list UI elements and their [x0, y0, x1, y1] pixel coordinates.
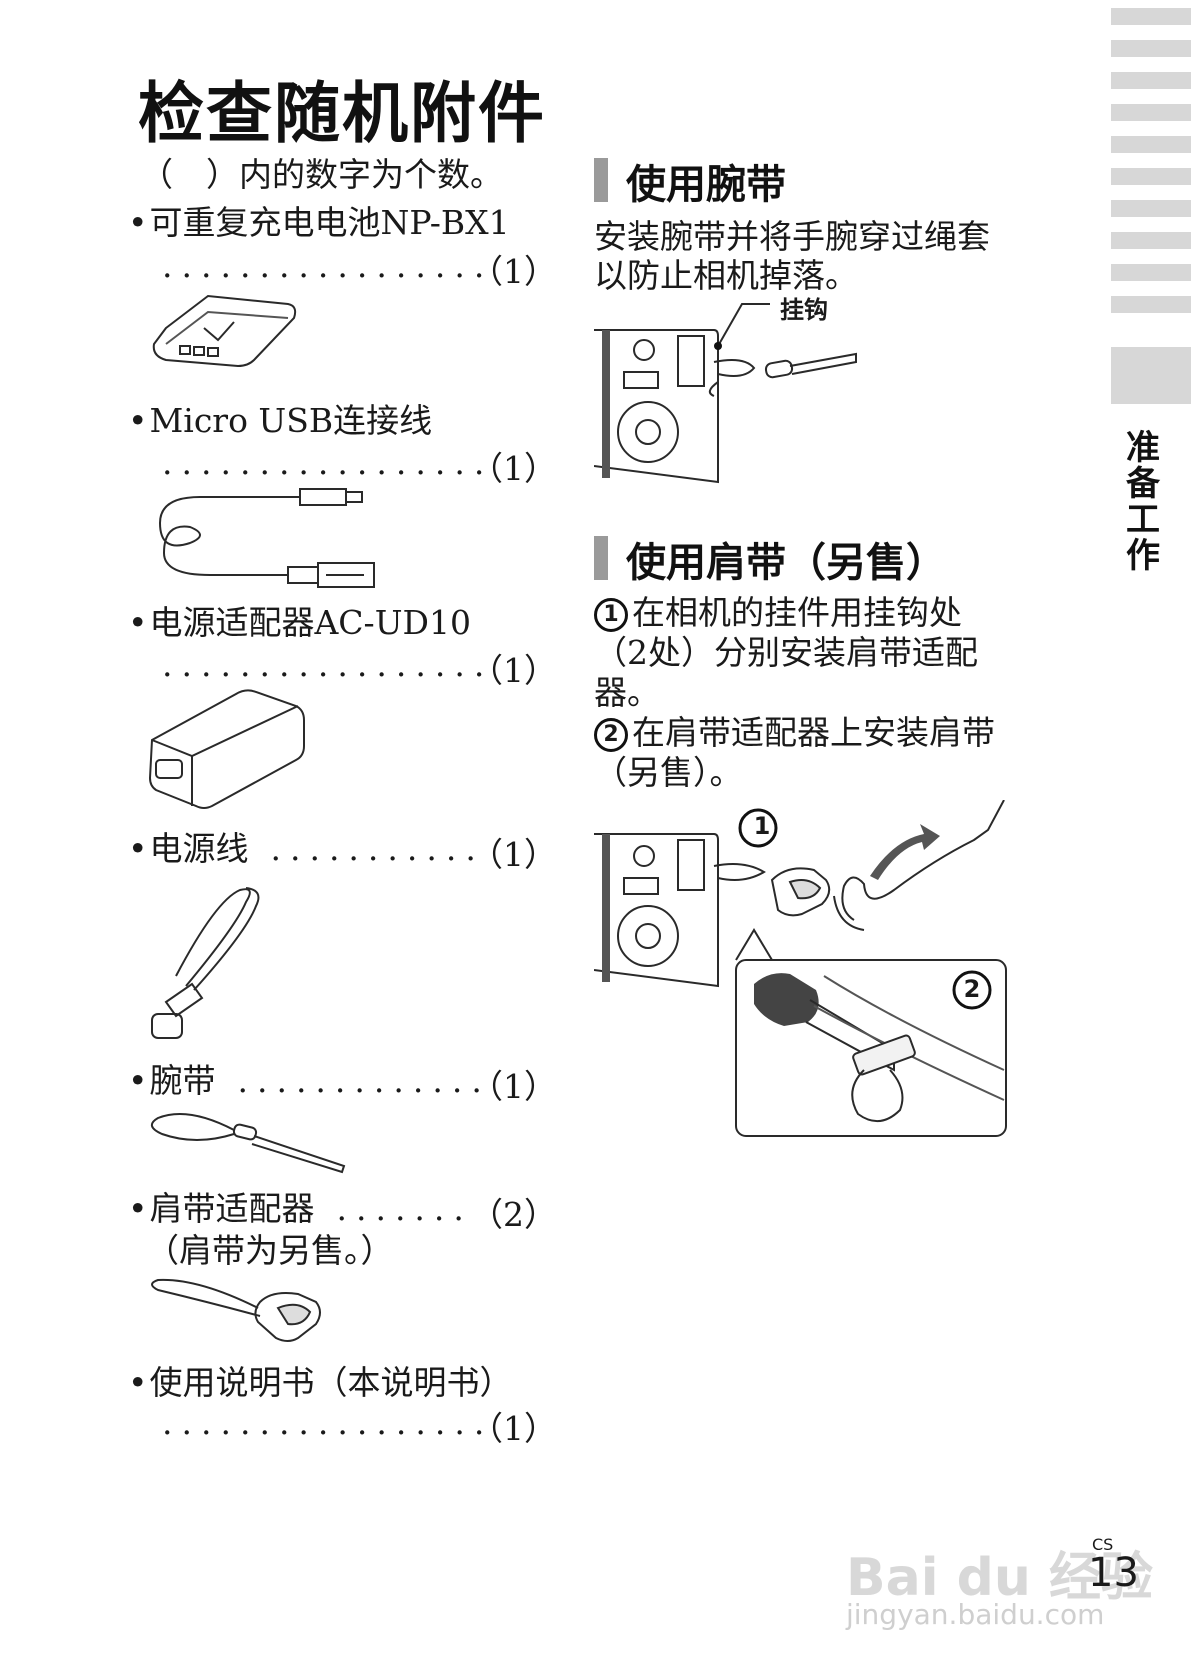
- adaptor-illustration: [148, 689, 305, 809]
- item-cord-leader: ...........: [270, 829, 485, 868]
- tab-stripe: [1111, 264, 1191, 281]
- item-manual-leader: .................: [162, 1403, 494, 1442]
- item-wrist-name: 腕带: [149, 1061, 216, 1100]
- tab-stripe: [1111, 296, 1191, 313]
- figure-label-2: 2: [963, 975, 981, 1003]
- item-manual-qty: （1）: [470, 1409, 557, 1448]
- step2-text-line2: （另售）。: [594, 753, 743, 792]
- item-manual-name: 使用说明书（本说明书）: [149, 1363, 513, 1402]
- tab-stripe: [1111, 72, 1191, 89]
- item-battery-name: 可重复充电电池NP-BX1: [149, 203, 510, 242]
- step1-text-line1: 在相机的挂件用挂钩处: [632, 593, 962, 632]
- item-adaptor: 电源适配器AC-UD10: [128, 602, 471, 644]
- tab-stripe: [1111, 200, 1191, 217]
- item-usb: Micro USB连接线: [128, 400, 432, 442]
- wrist-text-line2: 以防止相机掉落。: [594, 256, 858, 295]
- wrist-section-title: 使用腕带: [626, 162, 786, 208]
- item-cord-qty: （1）: [470, 835, 557, 874]
- item-cord: 电源线...........: [128, 828, 485, 870]
- tab-stripe: [1111, 136, 1191, 153]
- tab-stripe: [1111, 8, 1191, 25]
- page-prefix: CS: [1092, 1535, 1114, 1554]
- wrist-text-line1: 安装腕带并将手腕穿过绳套: [594, 217, 990, 256]
- hook-callout: 挂钩: [780, 296, 828, 324]
- watermark-brand: Bai du 经验: [846, 1548, 1153, 1608]
- side-tab-char-2: 备: [1126, 464, 1160, 504]
- item-wrist: 腕带.............: [128, 1060, 491, 1102]
- item-strap-adaptor-leader: .......: [336, 1189, 473, 1228]
- tab-stripe: [1111, 40, 1191, 57]
- item-adaptor-qty: （1）: [470, 651, 557, 690]
- battery-illustration: [152, 294, 297, 368]
- side-tab-char-1: 准: [1126, 428, 1160, 468]
- tab-stripe: [1111, 104, 1191, 121]
- wrist-strap-illustration: [151, 1113, 346, 1174]
- power-cord-illustration: [151, 887, 260, 1039]
- intro-text: （ ）内的数字为个数。: [140, 155, 503, 194]
- usb-cable-illustration: [158, 488, 375, 588]
- step1-text-line2: （2处）分别安装肩带适配: [594, 633, 978, 672]
- item-cord-name: 电源线: [149, 829, 249, 868]
- section-bar: [594, 158, 608, 202]
- page-title: 检查随机附件: [138, 75, 546, 152]
- section-bar: [594, 536, 608, 580]
- side-tab-char-4: 作: [1126, 536, 1160, 576]
- item-battery-leader: .................: [162, 246, 494, 285]
- item-adaptor-name: 电源适配器AC-UD10: [149, 603, 471, 642]
- shoulder-section-title: 使用肩带（另售）: [626, 540, 946, 586]
- step2-number: 2: [594, 718, 628, 752]
- tab-stripe: [1111, 232, 1191, 249]
- wrist-strap-figure: [594, 303, 857, 484]
- item-strap-adaptor-qty: （2）: [470, 1195, 557, 1234]
- item-wrist-qty: （1）: [470, 1067, 557, 1106]
- figure-label-1: 1: [753, 812, 771, 840]
- item-battery: 可重复充电电池NP-BX1: [128, 202, 510, 244]
- item-usb-name: Micro USB连接线: [149, 401, 433, 440]
- step1-number: 1: [594, 598, 628, 632]
- page-number: 13: [1088, 1550, 1139, 1596]
- strap-adaptor-illustration: [151, 1278, 321, 1342]
- watermark-url: jingyan.baidu.com: [846, 1598, 1105, 1631]
- item-usb-leader: .................: [162, 443, 494, 482]
- item-manual: 使用说明书（本说明书）: [128, 1362, 512, 1404]
- item-strap-adaptor-name: 肩带适配器: [149, 1189, 315, 1228]
- side-tab-char-3: 工: [1126, 500, 1160, 540]
- tab-active-block: [1111, 347, 1191, 404]
- shoulder-strap-figure: [594, 800, 1007, 1137]
- item-usb-qty: （1）: [470, 449, 557, 488]
- item-strap-adaptor: 肩带适配器.......: [128, 1188, 473, 1230]
- step2-text-line1: 在肩带适配器上安装肩带: [632, 713, 995, 752]
- item-adaptor-leader: .................: [162, 645, 494, 684]
- tab-stripe: [1111, 168, 1191, 185]
- step1-text-line3: 器。: [594, 673, 660, 712]
- item-wrist-leader: .............: [237, 1061, 491, 1100]
- item-strap-adaptor-note: （肩带为另售。）: [146, 1231, 394, 1270]
- item-battery-qty: （1）: [470, 252, 557, 291]
